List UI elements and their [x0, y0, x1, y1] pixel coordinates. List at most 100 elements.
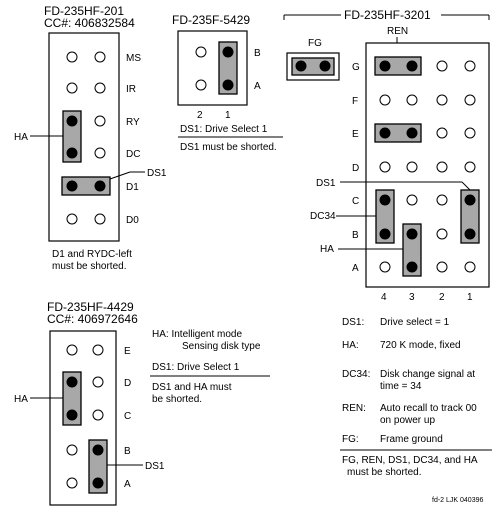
legend-text: Auto recall to track 00	[380, 403, 477, 414]
legend-key: DC34:	[342, 369, 370, 380]
row-label: G	[352, 62, 360, 73]
legend-key: HA:	[342, 340, 359, 351]
row-label: A	[124, 479, 131, 490]
ren-label: REN	[387, 26, 408, 37]
pin	[406, 94, 418, 106]
row-label: IR	[126, 84, 136, 95]
ha-label: HA	[14, 394, 28, 405]
board-4429-note: be shorted.	[152, 394, 202, 405]
pin-shorted	[66, 115, 78, 127]
board-fd-235f-5429: FD-235F-5429 B A 2 1 DS1: Drive Select 1…	[172, 13, 283, 153]
legend-text: Frame ground	[380, 434, 443, 445]
legend-3201: DS1: Drive select = 1 HA: 720 K mode, fi…	[340, 317, 492, 478]
pin	[94, 51, 106, 63]
legend-key: FG:	[342, 434, 359, 445]
pin	[406, 194, 418, 206]
pin	[92, 409, 104, 421]
pin	[436, 94, 448, 106]
legend-text: 720 K mode, fixed	[380, 340, 461, 351]
pin	[66, 213, 78, 225]
legend-text: Drive select = 1	[380, 317, 450, 328]
board-201-note: D1 and RYDC-left	[52, 249, 132, 260]
pin-shorted	[379, 60, 391, 72]
pin	[379, 261, 391, 273]
pin-shorted	[379, 127, 391, 139]
row-label: C	[352, 196, 359, 207]
row-label: D	[124, 378, 131, 389]
legend-note: must be shorted.	[347, 467, 421, 478]
pin	[464, 127, 476, 139]
ha-desc: HA: Intelligent mode	[152, 329, 242, 340]
pin	[66, 444, 78, 456]
pin-shorted	[406, 261, 418, 273]
pin-shorted	[66, 409, 78, 421]
legend-note: FG, REN, DS1, DC34, and HA	[342, 455, 478, 466]
legend-text: time = 34	[380, 381, 422, 392]
pin	[464, 60, 476, 72]
pin	[195, 79, 207, 91]
pin	[436, 261, 448, 273]
pin	[464, 94, 476, 106]
row-label: D0	[126, 215, 139, 226]
row-label: A	[254, 81, 261, 92]
board-fd-235hf-4429: FD-235HF-4429 CC#: 406972646 E D C B A H…	[14, 300, 270, 506]
legend-key: REN:	[342, 403, 366, 414]
pin-shorted	[464, 194, 476, 206]
pin	[66, 477, 78, 489]
ds1-label: DS1	[145, 461, 165, 472]
pin	[436, 127, 448, 139]
pin	[92, 344, 104, 356]
row-label: D	[352, 163, 359, 174]
pin	[66, 51, 78, 63]
pin	[436, 194, 448, 206]
fg-label: FG	[308, 38, 322, 49]
pin-shorted	[222, 46, 234, 58]
board-4429-cc: CC#: 406972646	[47, 312, 138, 326]
leader-line	[461, 181, 471, 191]
pin	[94, 115, 106, 127]
row-label: E	[124, 346, 131, 357]
pin-shorted	[379, 194, 391, 206]
board-4429-note: DS1 and HA must	[152, 382, 232, 393]
ds1-label: DS1	[316, 178, 336, 189]
pin	[436, 161, 448, 173]
leader-line	[109, 171, 131, 180]
pin-shorted	[66, 180, 78, 192]
pin	[379, 94, 391, 106]
ha-desc: Sensing disk type	[182, 341, 261, 352]
pin-shorted	[295, 60, 307, 72]
board-201-note: must be shorted.	[52, 261, 126, 272]
col-label: 1	[467, 292, 473, 303]
pin-shorted	[66, 376, 78, 388]
row-label: RY	[126, 117, 140, 128]
pin-shorted	[406, 60, 418, 72]
row-label: B	[352, 230, 359, 241]
board-201-outline	[48, 32, 120, 242]
board-201-title: FD-235HF-201	[44, 4, 124, 18]
ha-label: HA	[320, 244, 334, 255]
row-label: F	[352, 96, 358, 107]
row-label: B	[124, 446, 131, 457]
pin-shorted	[92, 444, 104, 456]
pin	[94, 213, 106, 225]
legend-text: on power up	[380, 415, 435, 426]
pin	[436, 60, 448, 72]
col-label: 1	[225, 110, 231, 121]
col-label: 2	[439, 292, 445, 303]
jumper-ds1	[88, 439, 108, 494]
row-label: C	[124, 411, 131, 422]
board-5429-note: DS1 must be shorted.	[180, 142, 277, 153]
ds1-label: DS1	[147, 168, 167, 179]
row-label: D1	[126, 182, 139, 193]
board-5429-title: FD-235F-5429	[172, 13, 250, 27]
pin	[94, 82, 106, 94]
pin	[464, 261, 476, 273]
board-4429-title: FD-235HF-4429	[47, 300, 134, 314]
board-fd-235hf-3201: FD-235HF-3201 REN FG	[283, 8, 490, 303]
pin-shorted	[94, 180, 106, 192]
legend-text: Disk change signal at	[380, 369, 475, 380]
pin-shorted	[406, 228, 418, 240]
legend-key: DS1:	[342, 317, 364, 328]
board-fd-235hf-201: FD-235HF-201 CC#: 406832584 MS IR RY DC …	[14, 4, 167, 272]
ds1-desc: DS1: Drive Select 1	[152, 362, 240, 373]
